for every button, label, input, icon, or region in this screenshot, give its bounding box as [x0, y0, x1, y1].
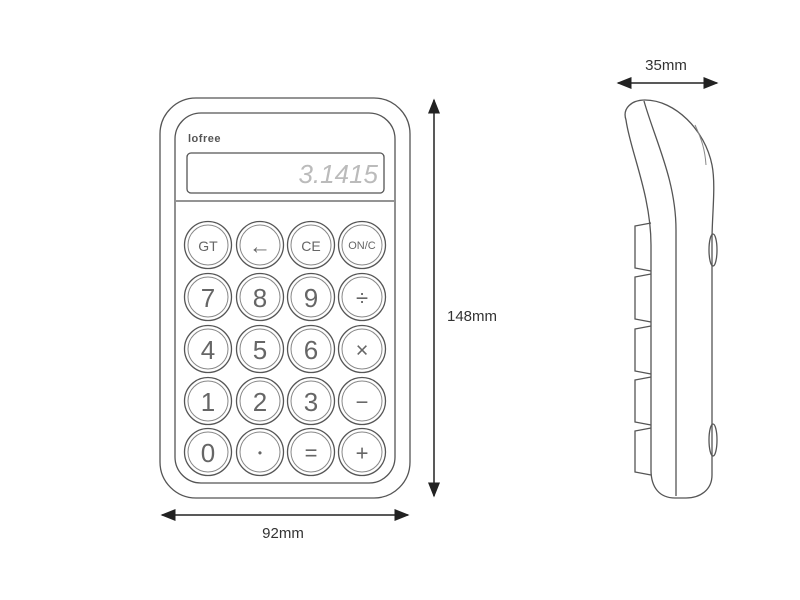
- key-inner-ring: [187, 328, 229, 370]
- key-outer-ring: [235, 324, 285, 374]
- key-label: GT: [198, 238, 218, 254]
- key-outer-ring: [286, 427, 336, 477]
- key-outer-ring: [235, 272, 285, 322]
- key-outer-ring: [235, 427, 285, 477]
- key-4-3[interactable]: +: [337, 427, 387, 477]
- key-0-3[interactable]: ON/C: [337, 220, 387, 270]
- front-view: Lofree 3.1415 GT ← CE ON/C 7 8 9 ÷ 4 5 6 × 1 2 3 − 0 • = +: [159, 97, 411, 499]
- height-label: 148mm: [447, 308, 497, 325]
- key-inner-ring: [239, 224, 281, 266]
- key-inner-ring: [187, 380, 229, 422]
- key-outer-ring: [337, 376, 387, 426]
- key-inner-ring: [290, 328, 332, 370]
- inner-body: [174, 112, 396, 484]
- key-1-1[interactable]: 8: [235, 272, 285, 322]
- key-outer-ring: [183, 220, 233, 270]
- key-label: ÷: [356, 286, 368, 311]
- key-outer-ring: [286, 376, 336, 426]
- key-inner-ring: [341, 328, 383, 370]
- key-inner-ring: [341, 224, 383, 266]
- key-2-0[interactable]: 4: [183, 324, 233, 374]
- outer-body: [159, 97, 411, 499]
- width-label: 92mm: [262, 525, 304, 542]
- key-inner-ring: [341, 431, 383, 473]
- key-inner-ring: [187, 224, 229, 266]
- key-outer-ring: [183, 324, 233, 374]
- key-outer-ring: [183, 427, 233, 477]
- key-outer-ring: [235, 220, 285, 270]
- side-foot-top: [708, 233, 718, 267]
- key-4-0[interactable]: 0: [183, 427, 233, 477]
- depth-label: 35mm: [645, 57, 687, 74]
- side-keycaps: [634, 222, 652, 476]
- side-body: [624, 99, 715, 499]
- key-label: 7: [201, 283, 215, 313]
- key-inner-ring: [239, 380, 281, 422]
- key-1-3[interactable]: ÷: [337, 272, 387, 322]
- key-outer-ring: [286, 272, 336, 322]
- side-edge: [694, 124, 707, 166]
- key-outer-ring: [337, 324, 387, 374]
- key-inner-ring: [239, 328, 281, 370]
- key-2-3[interactable]: ×: [337, 324, 387, 374]
- key-outer-ring: [286, 220, 336, 270]
- side-view: [624, 99, 718, 499]
- side-seam: [643, 100, 677, 496]
- key-label: 8: [253, 283, 267, 313]
- key-2-1[interactable]: 5: [235, 324, 285, 374]
- key-inner-ring: [290, 224, 332, 266]
- key-inner-ring: [341, 380, 383, 422]
- key-outer-ring: [337, 272, 387, 322]
- display-screen: [186, 152, 385, 194]
- key-label: =: [305, 441, 318, 466]
- key-4-2[interactable]: =: [286, 427, 336, 477]
- key-inner-ring: [290, 431, 332, 473]
- key-2-2[interactable]: 6: [286, 324, 336, 374]
- key-inner-ring: [239, 431, 281, 473]
- key-label: ×: [356, 338, 369, 363]
- display-value: 3.1415: [298, 159, 378, 189]
- key-outer-ring: [183, 272, 233, 322]
- key-label: 6: [304, 335, 318, 365]
- key-outer-ring: [286, 324, 336, 374]
- key-1-0[interactable]: 7: [183, 272, 233, 322]
- key-label: ←: [249, 234, 271, 259]
- keypad: GT ← CE ON/C 7 8 9 ÷ 4 5 6 × 1 2 3 − 0 • = +: [183, 220, 387, 477]
- key-outer-ring: [337, 220, 387, 270]
- key-label: 1: [201, 387, 215, 417]
- key-label: 2: [253, 387, 267, 417]
- side-foot-bottom: [708, 423, 718, 457]
- brand-logo: Lofree: [188, 133, 221, 145]
- key-inner-ring: [290, 380, 332, 422]
- key-outer-ring: [235, 376, 285, 426]
- key-label: CE: [301, 238, 320, 254]
- key-label: −: [356, 390, 369, 415]
- key-label: 5: [253, 335, 267, 365]
- key-inner-ring: [187, 276, 229, 318]
- key-inner-ring: [290, 276, 332, 318]
- key-3-3[interactable]: −: [337, 376, 387, 426]
- key-label: ON/C: [348, 240, 376, 252]
- key-0-1[interactable]: ←: [235, 220, 285, 270]
- key-label: 0: [201, 438, 215, 468]
- key-0-0[interactable]: GT: [183, 220, 233, 270]
- key-3-0[interactable]: 1: [183, 376, 233, 426]
- key-outer-ring: [337, 427, 387, 477]
- key-inner-ring: [239, 276, 281, 318]
- key-label: 9: [304, 283, 318, 313]
- key-3-1[interactable]: 2: [235, 376, 285, 426]
- key-0-2[interactable]: CE: [286, 220, 336, 270]
- key-outer-ring: [183, 376, 233, 426]
- key-label: 3: [304, 387, 318, 417]
- key-1-2[interactable]: 9: [286, 272, 336, 322]
- key-label: 4: [201, 335, 215, 365]
- key-3-2[interactable]: 3: [286, 376, 336, 426]
- key-4-1[interactable]: •: [235, 427, 285, 477]
- key-inner-ring: [187, 431, 229, 473]
- key-label: •: [258, 446, 262, 460]
- key-label: +: [356, 441, 369, 466]
- key-inner-ring: [341, 276, 383, 318]
